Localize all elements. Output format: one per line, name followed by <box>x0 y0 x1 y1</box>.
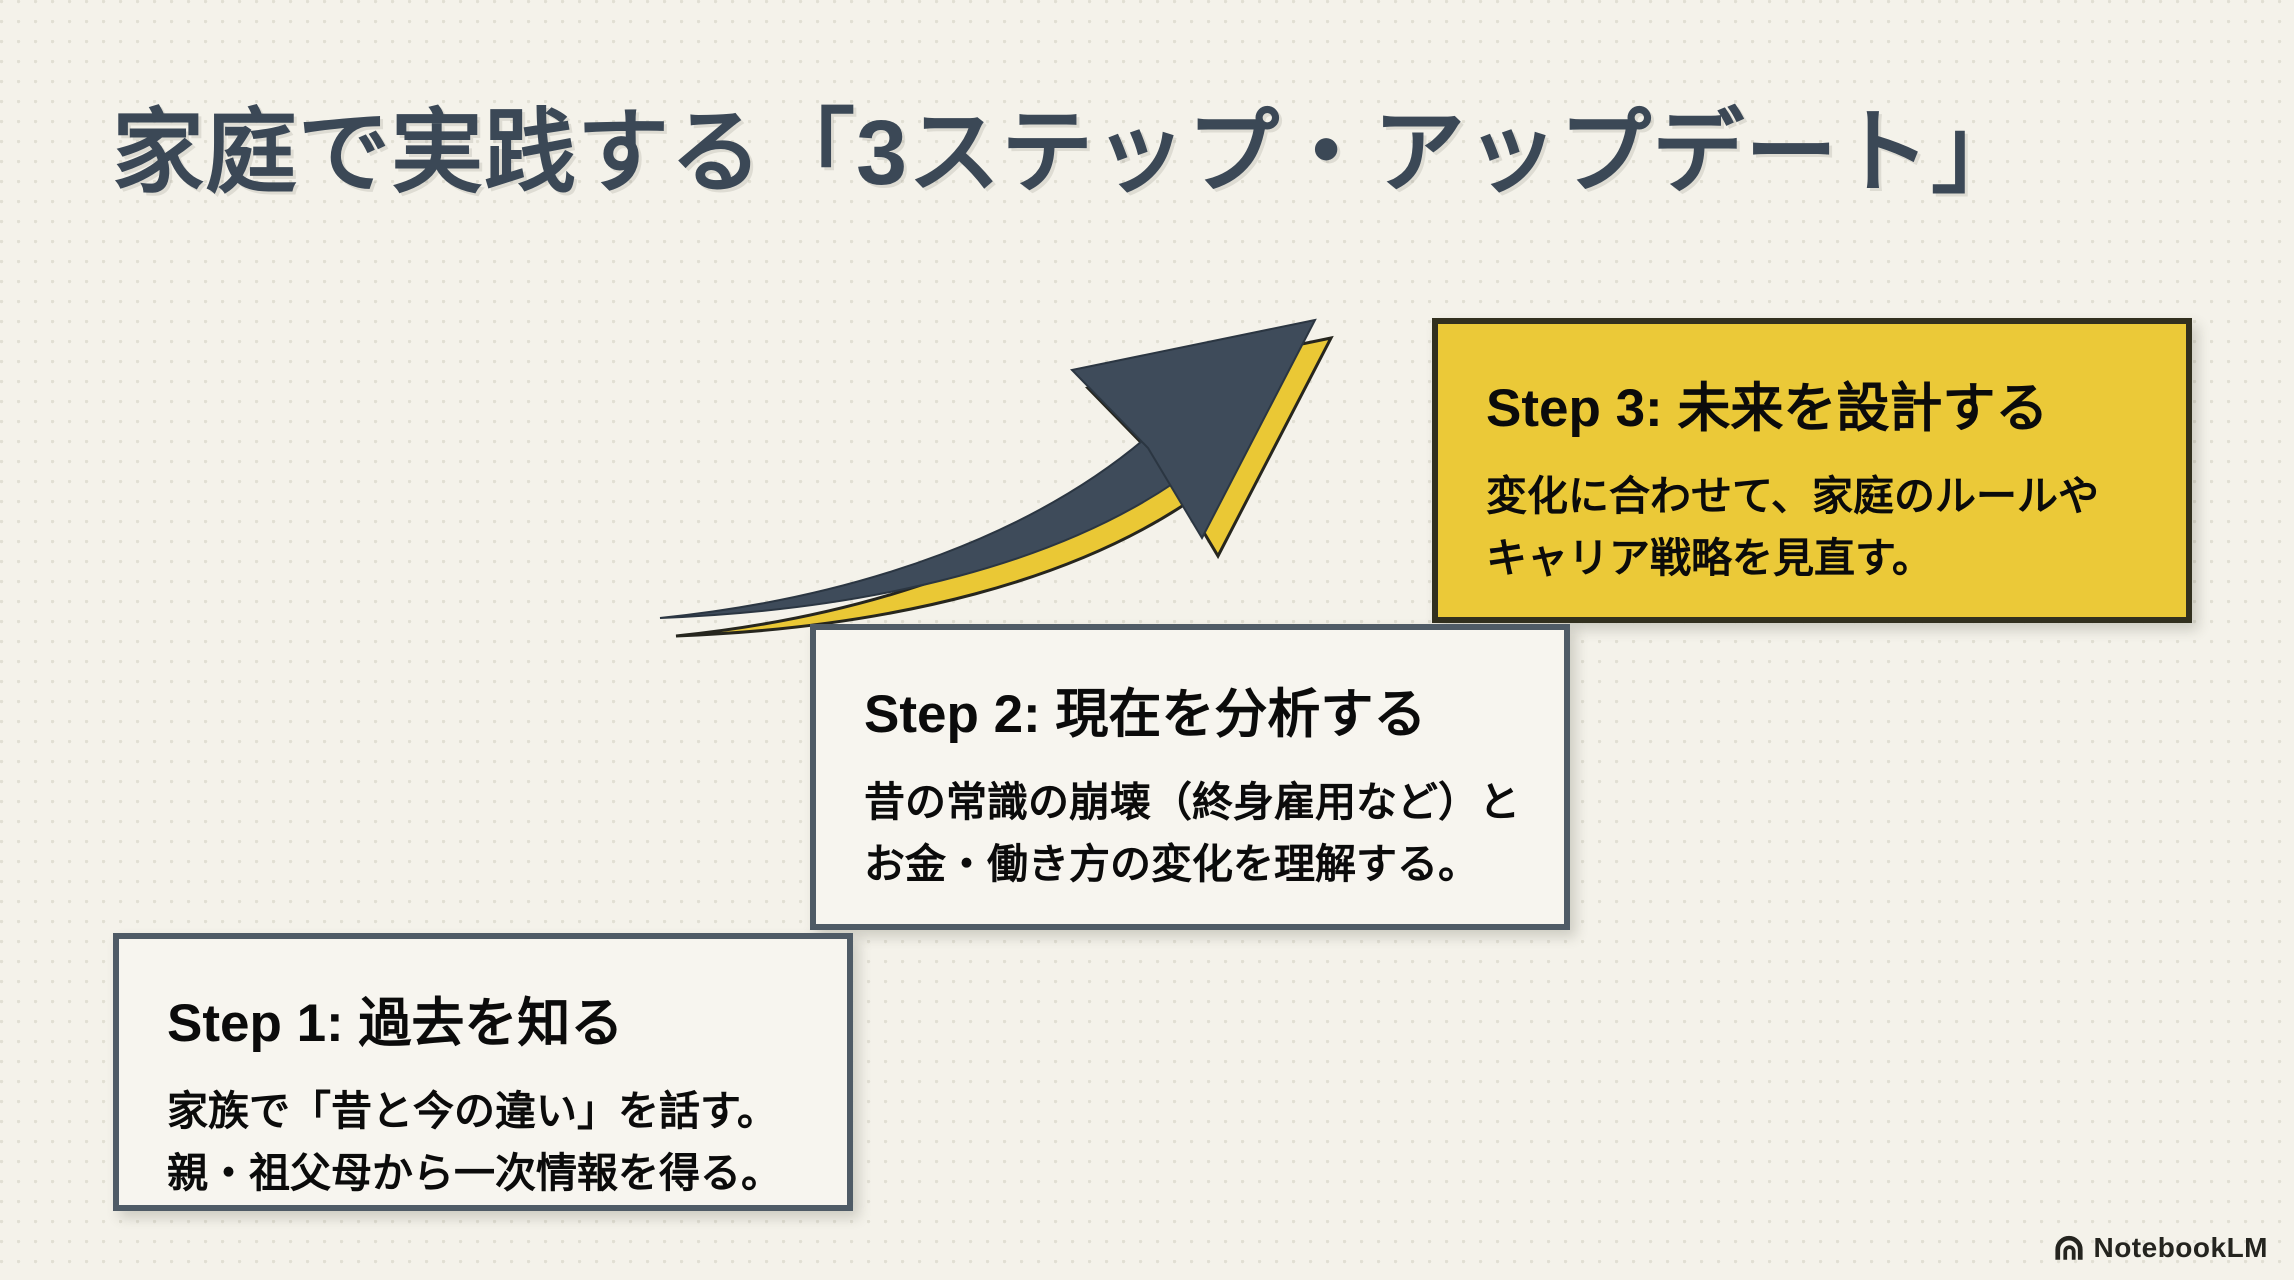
step-2-card: Step 2: 現在を分析する 昔の常識の崩壊（終身雇用など）と お金・働き方の… <box>810 624 1570 930</box>
step-3-heading: Step 3: 未来を設計する <box>1486 379 2049 438</box>
step-2-body-line-1: 昔の常識の崩壊（終身雇用など）と <box>864 779 1520 825</box>
page-title: 家庭で実践する「3ステップ・アップデート」 <box>112 102 2025 204</box>
notebooklm-logo-icon <box>2055 1235 2084 1260</box>
step-2-heading: Step 2: 現在を分析する <box>864 685 1427 744</box>
step-1-heading: Step 1: 過去を知る <box>167 994 624 1053</box>
notebooklm-brand: NotebookLM <box>2054 1232 2268 1264</box>
step-2-body-line-2: お金・働き方の変化を理解する。 <box>864 840 1479 887</box>
growth-arrow-dark-layer <box>659 318 1317 619</box>
notebooklm-logo-text: NotebookLM <box>2093 1232 2268 1263</box>
step-3-card: Step 3: 未来を設計する 変化に合わせて、家庭のルールや キャリア戦略を見… <box>1432 318 2192 623</box>
step-1-card: Step 1: 過去を知る 家族で「昔と今の違い」を話す。 親・祖父母から一次情… <box>113 933 853 1211</box>
step-1-body-line-1: 家族で「昔と今の違い」を話す。 <box>167 1088 778 1134</box>
growth-arrow-icon <box>659 318 1334 638</box>
step-3-body-line-2: キャリア戦略を見直す。 <box>1486 534 1933 581</box>
step-1-body-line-2: 親・祖父母から一次情報を得る。 <box>167 1149 782 1196</box>
step-3-body-line-1: 変化に合わせて、家庭のルールや <box>1486 473 2099 519</box>
